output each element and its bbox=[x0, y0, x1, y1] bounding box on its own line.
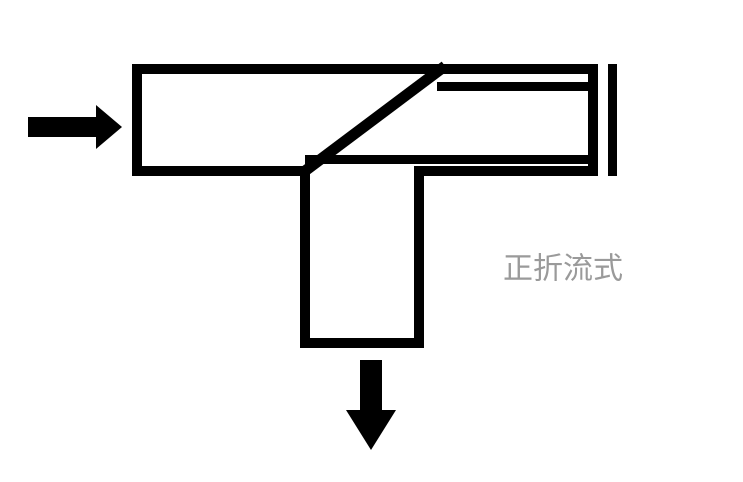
inner-top-line bbox=[437, 82, 594, 91]
inner-bottom-line bbox=[305, 155, 594, 164]
duct-bottom-wall-left bbox=[132, 166, 304, 176]
inlet-flow-arrow bbox=[28, 105, 122, 149]
vertical-duct-bottom-wall bbox=[300, 338, 424, 348]
duct-right-wall bbox=[588, 64, 598, 176]
duct-bottom-wall-right bbox=[420, 166, 598, 176]
horizontal-duct bbox=[132, 64, 598, 176]
vertical-duct bbox=[300, 166, 424, 348]
outlet-arrow-head bbox=[346, 410, 396, 450]
end-plate-bar bbox=[608, 64, 617, 176]
diagonal-baffle-line bbox=[297, 61, 449, 179]
vertical-duct-right-wall bbox=[414, 166, 424, 348]
outlet-arrow-shaft bbox=[360, 360, 382, 414]
inlet-arrow-head bbox=[96, 105, 122, 149]
duct-left-wall bbox=[132, 64, 142, 176]
duct-top-wall bbox=[132, 64, 598, 74]
outlet-flow-arrow bbox=[346, 360, 396, 450]
diagram-caption: 正折流式 bbox=[503, 252, 623, 287]
right-end-plate bbox=[608, 64, 617, 176]
diagonal-baffle bbox=[297, 61, 449, 179]
duct-inner-lines bbox=[305, 82, 594, 164]
inlet-arrow-shaft bbox=[28, 117, 98, 137]
vertical-duct-left-wall bbox=[300, 166, 310, 348]
